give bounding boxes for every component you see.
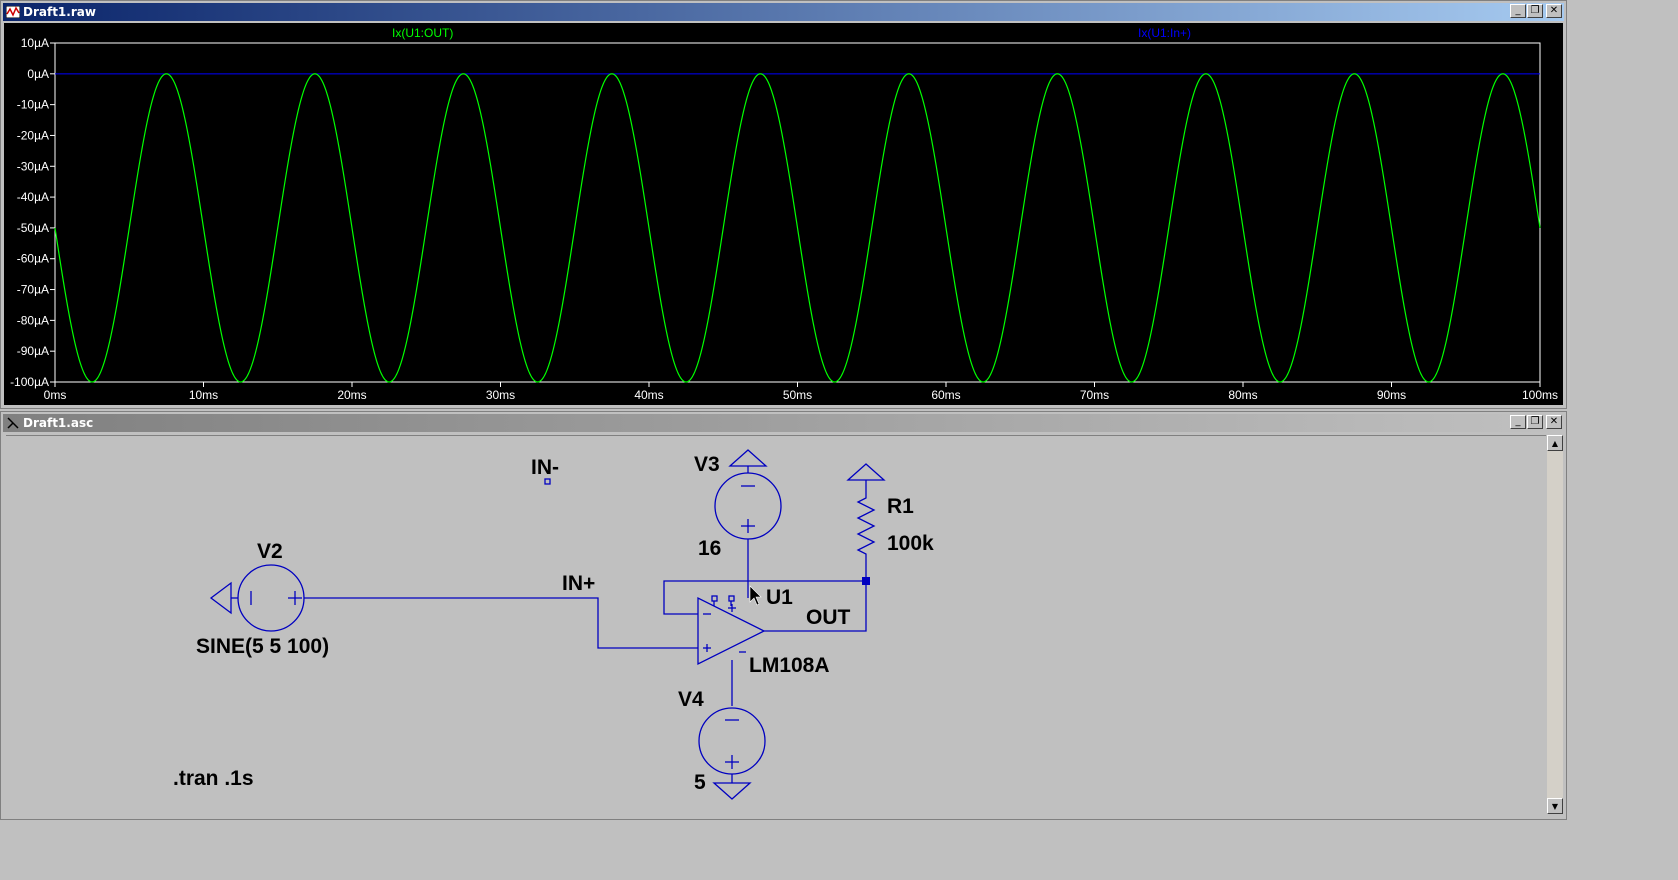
schematic-icon bbox=[5, 415, 21, 431]
waveform-plot[interactable]: 10µA 0µA -10µA -20µA -30µA -40µA -50µA -60µA -70… bbox=[4, 23, 1563, 405]
maximize-button[interactable]: ❐ bbox=[1527, 415, 1543, 429]
restore-icon: ❐ bbox=[1530, 416, 1540, 427]
minimize-button[interactable]: _ bbox=[1510, 415, 1526, 429]
close-button[interactable]: ✕ bbox=[1546, 4, 1562, 18]
v3-label: V3 bbox=[694, 453, 720, 476]
y-tick-label: -100µA bbox=[10, 375, 49, 389]
u1-model: LM108A bbox=[749, 654, 830, 677]
schematic-titlebar[interactable]: Draft1.asc _ ❐ ✕ bbox=[3, 414, 1564, 432]
v4-value: 5 bbox=[694, 771, 706, 794]
close-button[interactable]: ✕ bbox=[1546, 415, 1562, 429]
y-tick-label: -20µA bbox=[17, 128, 49, 142]
x-tick-label: 80ms bbox=[1228, 388, 1257, 402]
v4-source[interactable] bbox=[698, 707, 766, 783]
x-tick-label: 50ms bbox=[783, 388, 812, 402]
vertical-scrollbar[interactable]: ▲ ▼ bbox=[1547, 435, 1563, 814]
legend-trace-2: Ix(U1:In+) bbox=[1138, 26, 1191, 40]
u1-label: U1 bbox=[766, 586, 793, 609]
legend-trace-1: Ix(U1:OUT) bbox=[392, 26, 453, 40]
ground-symbol-v2 bbox=[209, 581, 232, 615]
v2-value: SINE(5 5 100) bbox=[196, 635, 329, 658]
y-tick-label: -10µA bbox=[17, 98, 49, 112]
x-tick-label: 30ms bbox=[486, 388, 515, 402]
v2-source[interactable] bbox=[231, 564, 305, 632]
waveform-icon bbox=[5, 4, 21, 20]
close-icon: ✕ bbox=[1549, 416, 1559, 427]
close-icon: ✕ bbox=[1549, 5, 1559, 16]
y-tick-label: -80µA bbox=[17, 313, 49, 327]
in-minus-label: IN- bbox=[531, 456, 559, 479]
y-tick-label: -30µA bbox=[17, 159, 49, 173]
arrow-up-icon: ▲ bbox=[1551, 438, 1559, 448]
out-label: OUT bbox=[806, 606, 851, 629]
resistor-r1[interactable] bbox=[856, 480, 876, 581]
x-tick-label: 100ms bbox=[1522, 388, 1558, 402]
y-tick-label: 0µA bbox=[27, 67, 49, 81]
trace-ix-u1-out bbox=[54, 73, 1541, 383]
minimize-button[interactable]: _ bbox=[1510, 4, 1526, 18]
x-tick-label: 20ms bbox=[337, 388, 366, 402]
x-tick-label: 90ms bbox=[1377, 388, 1406, 402]
plot-frame bbox=[54, 42, 1541, 383]
scroll-up-button[interactable]: ▲ bbox=[1547, 435, 1563, 451]
schematic-window[interactable]: Draft1.asc _ ❐ ✕ bbox=[0, 411, 1567, 820]
wire-out[interactable] bbox=[764, 581, 867, 632]
v3-value: 16 bbox=[698, 537, 721, 560]
arrow-down-icon: ▼ bbox=[1551, 801, 1559, 811]
y-tick-label: -70µA bbox=[17, 283, 49, 297]
in-minus-flag[interactable] bbox=[544, 478, 551, 485]
y-tick-label: -60µA bbox=[17, 252, 49, 266]
scroll-down-button[interactable]: ▼ bbox=[1547, 798, 1563, 814]
x-tick-label: 40ms bbox=[634, 388, 663, 402]
waveform-window-title: Draft1.raw bbox=[23, 5, 96, 19]
y-tick-label: 10µA bbox=[21, 36, 49, 50]
x-tick-label: 60ms bbox=[931, 388, 960, 402]
mouse-cursor-icon bbox=[749, 585, 762, 606]
x-tick-label: 70ms bbox=[1080, 388, 1109, 402]
r1-label: R1 bbox=[887, 495, 914, 518]
v4-label: V4 bbox=[678, 688, 704, 711]
x-tick-label: 0ms bbox=[44, 388, 67, 402]
y-tick-label: -90µA bbox=[17, 344, 49, 358]
y-tick-label: -40µA bbox=[17, 190, 49, 204]
schematic-window-title: Draft1.asc bbox=[23, 416, 94, 430]
wire-in-plus[interactable] bbox=[304, 597, 698, 649]
r1-value: 100k bbox=[887, 532, 934, 555]
opamp-u1[interactable] bbox=[697, 595, 766, 666]
waveform-window[interactable]: Draft1.raw _ ❐ ✕ 10µA 0µA -10µA -20µA -30µA -… bbox=[0, 0, 1567, 409]
minimize-icon: _ bbox=[1515, 416, 1521, 427]
spice-directive: .tran .1s bbox=[173, 767, 254, 790]
plot-pane[interactable]: 10µA 0µA -10µA -20µA -30µA -40µA -50µA -60µA -70… bbox=[4, 23, 1563, 405]
minimize-icon: _ bbox=[1515, 5, 1521, 16]
v3-source[interactable] bbox=[714, 466, 782, 540]
junction-dot bbox=[862, 577, 870, 585]
in-plus-label: IN+ bbox=[562, 572, 595, 595]
v2-label: V2 bbox=[257, 540, 283, 563]
ground-symbol-v4 bbox=[712, 782, 752, 800]
wire-feedback[interactable] bbox=[663, 580, 866, 615]
ground-symbol-r1 bbox=[846, 463, 886, 481]
restore-icon: ❐ bbox=[1530, 5, 1540, 16]
ground-symbol-v3 bbox=[728, 449, 768, 467]
waveform-titlebar[interactable]: Draft1.raw _ ❐ ✕ bbox=[3, 3, 1564, 21]
y-tick-label: -50µA bbox=[17, 221, 49, 235]
x-tick-label: 10ms bbox=[189, 388, 218, 402]
schematic-drawing[interactable]: V2 SINE(5 5 100) IN+ IN- V3 16 V4 5 R1 1… bbox=[6, 436, 1548, 816]
schematic-canvas[interactable]: V2 SINE(5 5 100) IN+ IN- V3 16 V4 5 R1 1… bbox=[6, 435, 1546, 814]
maximize-button[interactable]: ❐ bbox=[1527, 4, 1543, 18]
